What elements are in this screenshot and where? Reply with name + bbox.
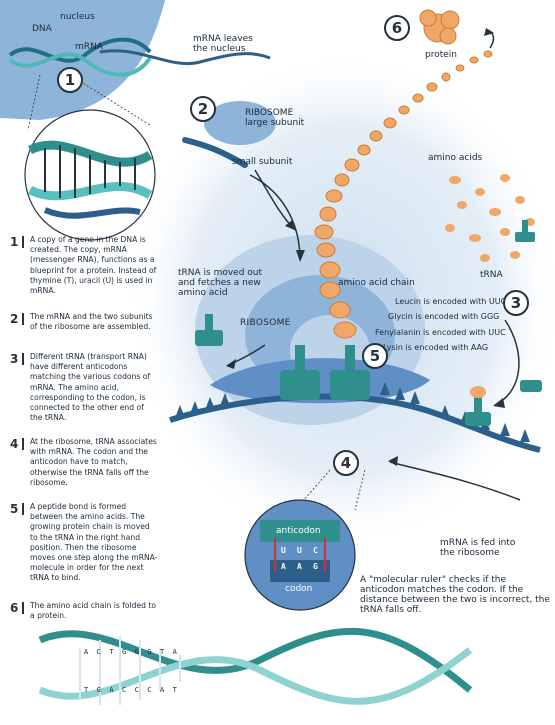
step-divider xyxy=(22,602,24,614)
protein-label: protein xyxy=(425,50,457,60)
encoding-leucin: Leucin is encoded with UUG xyxy=(395,297,507,306)
trna-left xyxy=(195,314,223,346)
trna-moved-label: tRNA is moved out and fetches a new amin… xyxy=(178,268,263,298)
dna-letter: A xyxy=(84,648,89,656)
encoding-fenylalanin: Fenylalanin is encoded with UUC xyxy=(375,328,506,337)
mrna-label: mRNA xyxy=(75,42,103,52)
step-number: 6 xyxy=(10,601,19,615)
cycle-arrow xyxy=(249,174,301,261)
trna-in-arrow xyxy=(494,319,520,406)
nucleus-label: nucleus xyxy=(60,12,95,22)
step-number: 5 xyxy=(10,502,19,516)
dna-letter: G xyxy=(134,648,139,656)
encoding-lysin: Lysin is encoded with AAG xyxy=(383,343,489,352)
step-badge-3: 3 xyxy=(503,290,529,316)
dna-letter: T xyxy=(159,648,165,656)
dna-letter: T xyxy=(109,648,114,656)
dna-letter: G xyxy=(147,648,152,656)
trna-in-ribosome xyxy=(280,345,370,400)
ribosome-label: RIBOSOME xyxy=(240,318,291,328)
dna-label: DNA xyxy=(32,24,52,34)
step-divider xyxy=(22,236,24,248)
codon-letter-1: A xyxy=(281,562,286,571)
codon-zoom-circle xyxy=(244,499,356,611)
bottom-dna-helix xyxy=(38,627,473,705)
codon-label: codon xyxy=(285,584,313,594)
step-badge-1: 1 xyxy=(57,67,83,93)
amino-acid-chain xyxy=(314,50,493,339)
mrna-strand-leaving xyxy=(99,49,271,65)
step-number: 3 xyxy=(10,352,19,366)
trna-free xyxy=(515,220,535,242)
dna-letter: C xyxy=(147,686,152,694)
step-text: The mRNA and the two subunits of the rib… xyxy=(30,312,153,332)
step-badge-6: 6 xyxy=(384,15,410,41)
mrna-fed-arrow xyxy=(389,461,521,501)
step-divider xyxy=(22,313,24,325)
dna-zoom-circle xyxy=(24,109,156,241)
anticodon-letter-3: C xyxy=(313,546,318,555)
dna-letters-top: A C T G G G T A xyxy=(84,648,177,656)
step-divider xyxy=(22,353,24,365)
step-text: A copy of a gene in the DNA is created. … xyxy=(30,235,157,296)
anticodon-letter-1: U xyxy=(281,546,286,555)
dna-letter: G xyxy=(121,648,127,656)
dna-helix xyxy=(8,37,152,77)
encoding-glycin: Glycin is encoded with GGG xyxy=(388,312,500,321)
mrna-leaves-label-2: the nucleus xyxy=(193,44,246,54)
ribosome-large-subunit xyxy=(204,101,276,145)
dna-letter: C xyxy=(121,686,127,694)
codon-letter-3: G xyxy=(313,562,318,571)
small-subunit xyxy=(182,137,248,168)
step-badge-4: 4 xyxy=(333,450,359,476)
amino-acid-chain-label: amino acid chain xyxy=(338,278,415,288)
mrna-through-ribosome xyxy=(169,393,541,453)
dna-letter: C xyxy=(134,686,139,694)
codon-letter-2: A xyxy=(297,562,302,571)
trna-label: tRNA xyxy=(480,270,503,280)
protein-blob xyxy=(419,9,460,45)
step-number: 1 xyxy=(10,235,19,249)
dna-letter: T xyxy=(172,686,177,694)
ribosome-large-label-2: large subunit xyxy=(245,118,305,128)
step-text: Different tRNA (transport RNA) have diff… xyxy=(30,352,151,423)
trna-incoming xyxy=(465,380,542,426)
step-number: 4 xyxy=(10,437,19,451)
step-text: A peptide bond is formed between the ami… xyxy=(30,502,158,583)
ribosome-large-label-1: RIBOSOME xyxy=(245,108,294,118)
step-badge-2: 2 xyxy=(190,96,216,122)
anticodon-letter-2: U xyxy=(297,546,302,555)
ruler-note: A "molecular ruler" checks if the antico… xyxy=(360,575,550,615)
step-text: The amino acid chain is folded to a prot… xyxy=(30,601,156,621)
dna-letters-bottom: T G A C C C A T xyxy=(84,686,177,694)
dna-letter: T xyxy=(84,686,89,694)
dna-letter: A xyxy=(159,686,165,694)
dna-letter: G xyxy=(96,686,101,694)
step-badge-5: 5 xyxy=(362,343,388,369)
step-text: At the ribosome, tRNA associates with mR… xyxy=(30,437,157,487)
small-subunit-label: small subunit xyxy=(232,157,293,167)
dna-letter: C xyxy=(96,648,101,656)
step-number: 2 xyxy=(10,312,19,326)
step-divider xyxy=(22,503,24,515)
dna-letter: A xyxy=(109,686,114,694)
mrna-fed-label: mRNA is fed into the ribosome xyxy=(440,538,516,558)
anticodon-label: anticodon xyxy=(276,526,321,536)
mrna-leaves-label-1: mRNA leaves xyxy=(193,34,253,44)
step-divider xyxy=(22,438,24,450)
amino-acids-label: amino acids xyxy=(428,153,483,163)
dna-letter: A xyxy=(172,648,177,656)
